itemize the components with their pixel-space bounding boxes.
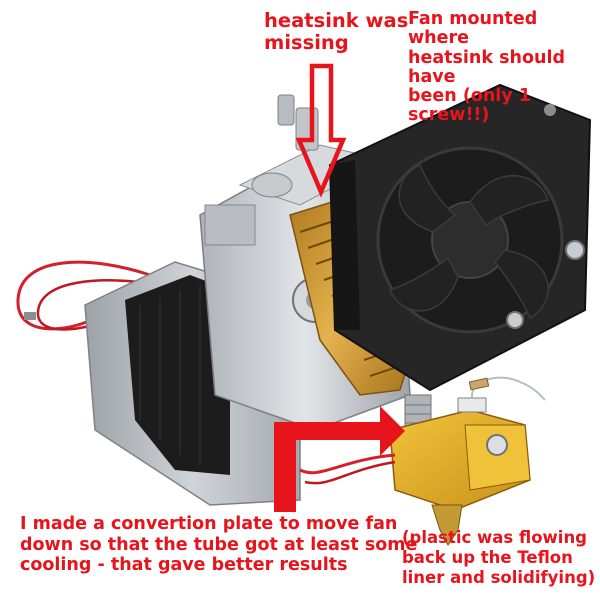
top-screw <box>277 94 295 126</box>
annotation-conversion-plate: I made a convertion plate to move fan do… <box>20 514 418 576</box>
thermistor-tab <box>457 397 487 413</box>
heater-block-face <box>464 424 531 491</box>
heater-screw <box>486 434 508 456</box>
fan-screw <box>565 240 585 260</box>
annotation-fan-mounted: Fan mounted where heatsink should have b… <box>408 9 565 126</box>
wire-tip <box>24 312 36 320</box>
fan-side <box>330 160 360 330</box>
aluminium-bracket <box>204 204 256 246</box>
heater-wire <box>304 460 396 485</box>
heater-wire <box>299 453 396 475</box>
elbow-right-arrow-icon <box>274 406 405 512</box>
fan-screw <box>544 104 556 116</box>
wire-loop <box>16 260 151 331</box>
down-arrow-icon <box>295 63 347 198</box>
annotation-heatsink-missing: heatsink was missing <box>264 9 409 54</box>
motor-black-band <box>125 275 230 475</box>
fan-screw <box>506 311 524 329</box>
nozzle <box>431 504 463 546</box>
annotation-plastic-flowing: (plastic was flowing back up the Teflon … <box>402 528 596 588</box>
knurled-nut <box>251 172 293 198</box>
